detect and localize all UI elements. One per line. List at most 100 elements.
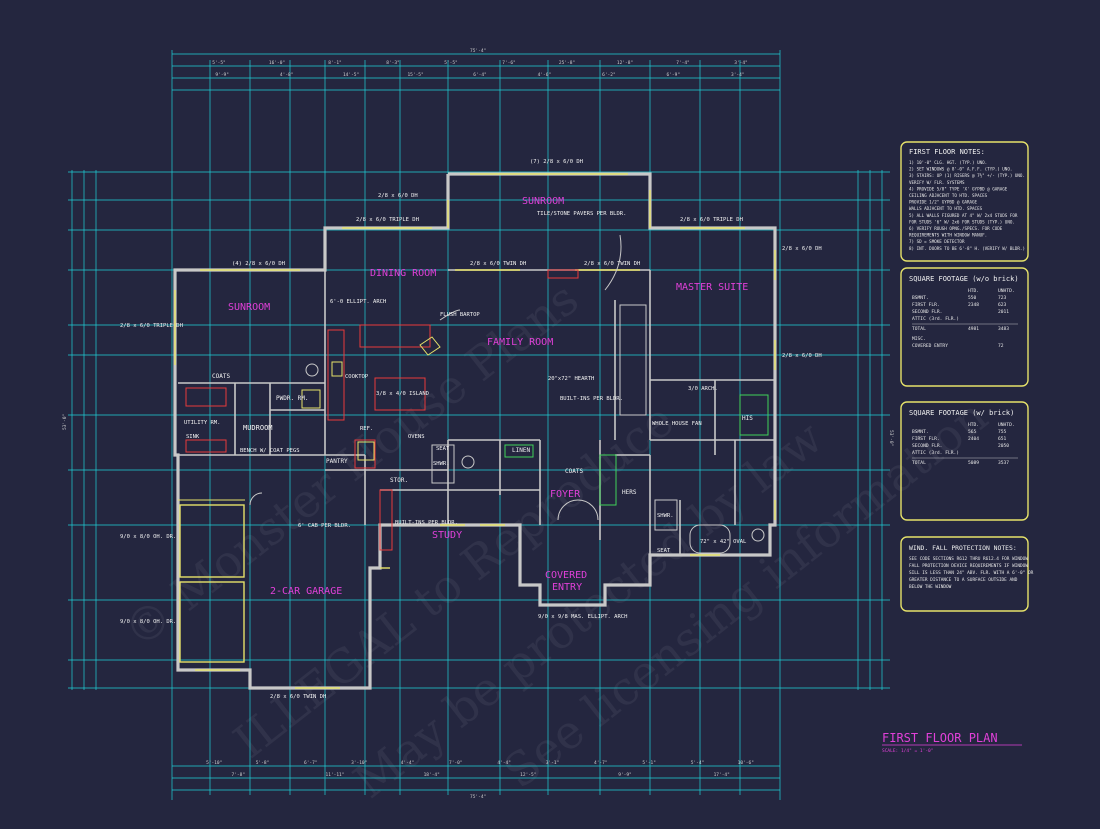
label-shwr-2: SHWR. [657, 513, 674, 519]
sqft-no-brick-title: SQUARE FOOTAGE (w/o brick) [909, 275, 1019, 283]
label-built-ins-2: BUILT-INS PER BLDR. [395, 520, 458, 526]
n1table-row-2-col-0: SECOND FLR. [912, 309, 942, 315]
label-tub: 72" x 42" OVAL [700, 539, 747, 545]
ovens-cabinet [354, 439, 376, 469]
label-triple-3: 2/8 x 6/0 TRIPLE DH [120, 323, 183, 329]
note-panel-first-floor: FIRST FLOOR NOTES: 1) 10'-0" CLG. HGT. (… [900, 141, 1029, 262]
dimbot2-item-5: 17'-4" [714, 772, 730, 778]
n0lines-line-10: 6) VERIFY ROUGH OPNG./SPECS. FOR CODE [909, 226, 1003, 231]
overall-depth-dim-right: 53'-0" [888, 430, 894, 446]
dimbot1-item-7: 3'-1" [546, 760, 560, 766]
label-dh-2: (4) 2/8 x 6/0 DH [232, 261, 285, 267]
watermark-1: © Monster House Plans [114, 271, 589, 658]
kitchen-island [374, 377, 426, 411]
label-twin-1: 2/8 x 6/0 TWIN DH [470, 261, 526, 267]
linen-shelf [504, 444, 534, 458]
leader-sunroom [604, 234, 622, 291]
n2table-row-1-col-2: 651 [998, 436, 1007, 442]
oval-tub [689, 524, 731, 554]
n0lines-line-2: 3) STAIRS: UP (1) RISERS @ 7½" +/- (TYP.… [909, 173, 1025, 178]
room-hers: HERS [622, 489, 637, 496]
room-foyer: FOYER [550, 489, 581, 500]
n3lines-line-4: BELOW THE WINDOW [909, 584, 952, 590]
coat-closet-shelf [599, 454, 617, 506]
dimbot1-item-2: 6'-7" [304, 760, 318, 766]
n2table-row-1-col-0: FIRST FLR. [912, 436, 940, 442]
dimtop1-item-5: 7'-6" [502, 60, 516, 66]
dimtop1-item-4: 5'-5" [444, 60, 458, 66]
dim-string-top-2: 9'-9"4'-8"14'-5"15'-5"6'-4"4'-6"6'-2"6'-… [215, 72, 744, 78]
dimbot1-item-1: 5'-8" [256, 760, 270, 766]
label-dh-4: 2/8 x 6/0 DH [782, 353, 822, 359]
dimbot1-item-8: 4'-7" [594, 760, 608, 766]
his-closet-shelf [739, 394, 769, 436]
label-built-ins-1: BUILT-INS PER BLDR. [560, 396, 623, 402]
dimtop2-item-1: 4'-8" [280, 72, 294, 78]
label-seat-1: SEAT [436, 446, 450, 452]
label-bench: BENCH W/ COAT PEGS [240, 448, 300, 454]
dimtop1-item-0: 5'-5" [212, 60, 226, 66]
label-whole-house-fan: WHOLE HOUSE FAN [652, 421, 702, 427]
dimension-lines [68, 50, 890, 800]
dimbot1-item-3: 3'-10" [351, 760, 367, 766]
room-utility: UTILITY RM. [184, 420, 220, 426]
fixtures [185, 234, 769, 554]
n0lines-line-12: 7) SD = SMOKE DETECTOR [909, 239, 965, 244]
n0lines-line-1: 2) SET WINDOWS @ 8'-0" A.F.F. (TYP.) UNO… [909, 167, 1012, 172]
n0lines-line-7: WALLS ADJACENT TO HTD. SPACES [909, 206, 983, 211]
n1table-row-1-col-2: 623 [998, 302, 1007, 308]
bar-stool [419, 336, 441, 356]
windows [174, 173, 776, 689]
dimtop2-item-0: 9'-9" [215, 72, 229, 78]
label-island: 3/8 x 4/0 ISLAND [376, 391, 429, 397]
label-window-rear: (7) 2/8 x 6/0 DH [530, 159, 583, 165]
range-cooktop [331, 361, 343, 377]
n2table-row-2-col-0: SECOND FLR. [912, 443, 942, 449]
note-panel-sqft-no-brick: SQUARE FOOTAGE (w/o brick) HTD.UNHTD.BSM… [900, 267, 1029, 387]
dim-string-bottom-2: 7'-8"11'-11"18'-4"12'-5"9'-9"17'-4" [232, 772, 730, 778]
room-mudroom: MUDROOM [243, 424, 273, 432]
label-shwr-1: SHWR. [433, 461, 450, 467]
label-sunroom-note: TILE/STONE PAVERS PER BLDR. [537, 211, 626, 217]
overall-width-dim: 75'-4" [470, 48, 486, 54]
hall-shower [431, 444, 455, 484]
label-ellipt-arch: 6'-0 ELLIPT. ARCH [330, 299, 386, 305]
n0lines-line-11: REQUIREMENTS WITH WINDOW MANUF. [909, 233, 987, 238]
n1table-row-0-col-1: 550 [968, 295, 977, 301]
title-block: FIRST FLOOR PLAN SCALE: 1/4" = 1'-0" [882, 731, 1022, 754]
dim-string-bottom-1: 5'-10"5'-8"6'-7"3'-10"4'-4"7'-0"4'-4"3'-… [206, 760, 754, 766]
dimtop1-item-9: 3'-4" [734, 60, 748, 66]
plan-scale: SCALE: 1/4" = 1'-0" [882, 748, 933, 754]
dimtop1-item-1: 16'-0" [269, 60, 285, 66]
note-panel-border-2 [900, 267, 1029, 387]
garage-door-1 [179, 504, 245, 578]
label-triple-1: 2/8 x 6/0 TRIPLE DH [356, 217, 419, 223]
label-triple-2: 2/8 x 6/0 TRIPLE DH [680, 217, 743, 223]
first-floor-notes-lines: 1) 10'-0" CLG. HGT. (TYP.) UNO.2) SET WI… [909, 160, 1025, 251]
n0lines-line-4: 4) PROVIDE 5/8" TYPE 'X' GYPBD @ GARAGE [909, 186, 1008, 191]
n0lines-line-3: VERIFY W/ FLR. SYSTEMS [909, 180, 965, 185]
room-linen: LINEN [512, 447, 530, 454]
washer-dryer [185, 387, 227, 407]
dimbot2-item-2: 18'-4" [424, 772, 440, 778]
dimtop2-item-6: 6'-2" [602, 72, 616, 78]
n2table-head-1: HTD. [968, 422, 979, 428]
garage-door-2 [179, 581, 245, 663]
label-dh-3: 2/8 x 6/0 DH [782, 246, 822, 252]
n3lines-line-1: FALL PROTECTION DEVICE REQUIREMENTS IF W… [909, 563, 1028, 569]
garage-cabinet [379, 489, 393, 551]
dimbot1-item-5: 7'-0" [449, 760, 463, 766]
dimbot2-item-3: 12'-5" [520, 772, 536, 778]
dimbot2-item-4: 9'-9" [618, 772, 632, 778]
n2table-row-2-col-2: 2050 [998, 443, 1009, 449]
room-master: MASTER SUITE [676, 282, 748, 293]
n1table-head-1: HTD. [968, 288, 979, 294]
n1table-misc-value: 72 [998, 343, 1004, 349]
dimtop1-item-7: 12'-8" [617, 60, 633, 66]
door-swing-mud [249, 492, 263, 506]
dimbot1-item-0: 5'-10" [206, 760, 222, 766]
room-dining: DINING ROOM [370, 268, 436, 279]
